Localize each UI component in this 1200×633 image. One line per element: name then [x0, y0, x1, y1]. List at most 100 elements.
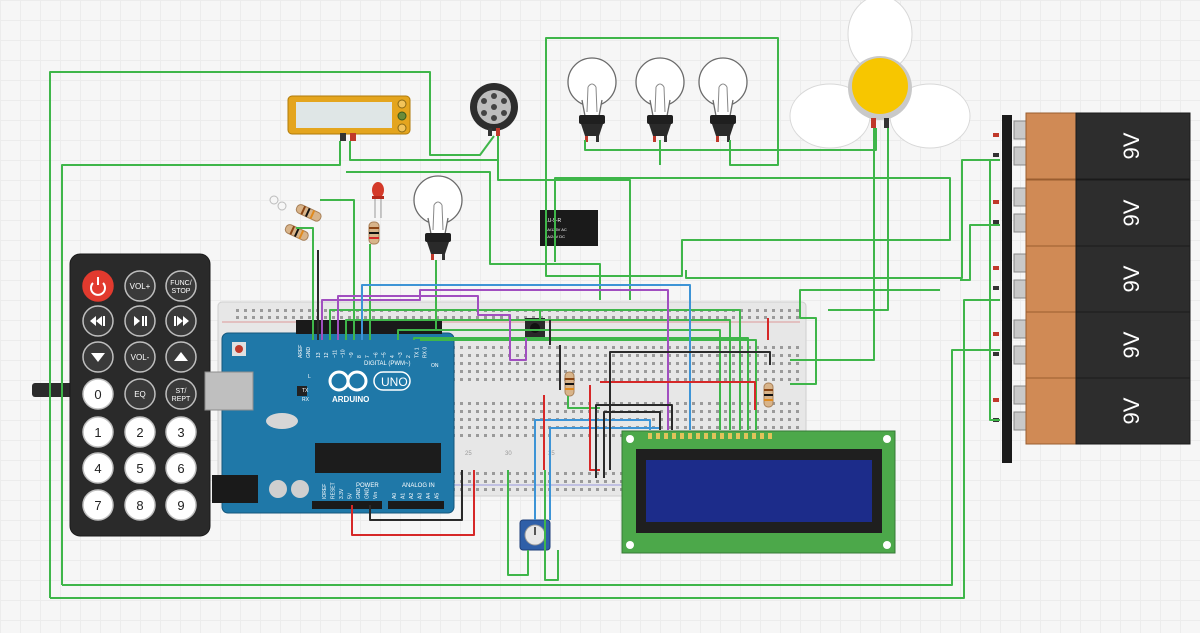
remote-button-16[interactable]: 5 [124, 452, 156, 484]
fast-forward-icon [174, 316, 189, 326]
battery-label: 9V [1119, 331, 1144, 358]
pin-label: GND [365, 488, 371, 500]
remote-button-20[interactable]: 9 [165, 489, 197, 521]
wire-green[interactable] [989, 160, 1000, 421]
red-led[interactable] [372, 182, 384, 218]
remote-button-12[interactable]: 1 [82, 416, 114, 448]
battery-label: 9V [1119, 132, 1144, 159]
wire-green[interactable] [960, 224, 1000, 281]
remote-button-5[interactable] [165, 305, 197, 337]
wire-green[interactable] [584, 128, 877, 151]
resistor[interactable] [564, 371, 575, 397]
remote-button-18[interactable]: 7 [82, 489, 114, 521]
wire-green[interactable] [790, 128, 875, 361]
wire-green[interactable] [320, 199, 355, 340]
remote-button-label: 0 [94, 387, 101, 402]
remote-button-6[interactable] [82, 341, 114, 373]
light-bulb-icon[interactable] [413, 175, 463, 260]
remote-button-10[interactable]: EQ [124, 378, 156, 410]
wire-green[interactable] [413, 337, 749, 430]
remote-button-4[interactable] [124, 305, 156, 337]
small-display-module[interactable] [287, 95, 411, 141]
battery-9v[interactable]: 9V [993, 311, 1191, 379]
remote-button-2[interactable]: FUNC/STOP [165, 270, 197, 302]
remote-button-9[interactable]: 0 [82, 378, 114, 410]
wire-green[interactable] [545, 37, 779, 262]
relay[interactable]: LU-5-R 3A/125V AC 3A/24V DC [540, 210, 598, 246]
reset-button-cap[interactable] [235, 345, 243, 353]
remote-button-label: 6 [177, 461, 184, 476]
wire-red[interactable] [351, 470, 475, 536]
wire-green[interactable] [397, 329, 721, 430]
digital-label: DIGITAL (PWM~) [364, 361, 411, 367]
remote-button-7[interactable]: VOL- [124, 341, 156, 373]
crystal-oscillator [266, 413, 298, 429]
remote-button-17[interactable]: 6 [165, 452, 197, 484]
wire-green[interactable] [685, 159, 1000, 279]
arduino-uno[interactable]: ARDUINO UNO DIGITAL (PWM~) POWER ANALOG … [204, 320, 455, 514]
remote-button-11[interactable]: ST/REPT [165, 378, 197, 410]
wire-green[interactable] [497, 136, 631, 300]
pin-label: ~3 [398, 352, 404, 358]
power-header[interactable] [312, 501, 382, 509]
wire-blue[interactable] [534, 419, 651, 520]
remote-button-8[interactable] [165, 341, 197, 373]
battery-pack[interactable]: 9V 9V 9V 9V 9V [993, 112, 1191, 463]
wire-black[interactable] [603, 411, 661, 478]
analog-header[interactable] [388, 501, 444, 509]
wire-green[interactable] [507, 470, 529, 576]
up-icon [174, 352, 188, 361]
tx-led-label: TX [302, 388, 309, 394]
resistor[interactable] [368, 221, 380, 245]
wire-green[interactable] [828, 128, 889, 311]
speaker-icon[interactable] [470, 83, 518, 136]
photo-sensor[interactable] [269, 195, 287, 211]
wire-green[interactable] [544, 470, 559, 581]
wire-red[interactable] [600, 381, 756, 410]
wire-green[interactable] [49, 71, 495, 598]
remote-button-label: 2 [136, 425, 143, 440]
resistor[interactable] [284, 223, 310, 241]
battery-9v[interactable]: 9V [993, 245, 1191, 313]
wire-green[interactable] [61, 141, 341, 585]
remote-button-3[interactable] [82, 305, 114, 337]
battery-label: 9V [1119, 199, 1144, 226]
remote-button-1[interactable]: VOL+ [124, 270, 156, 302]
light-bulb-icon[interactable] [567, 57, 617, 142]
wire-green[interactable] [62, 349, 1000, 586]
wire-green[interactable] [50, 299, 1000, 599]
battery-9v[interactable]: 9V [993, 377, 1191, 445]
wire-green[interactable] [329, 309, 741, 430]
fan-icon[interactable] [789, 0, 971, 149]
remote-button-15[interactable]: 4 [82, 452, 114, 484]
remote-button-19[interactable]: 8 [124, 489, 156, 521]
pin-label: ~5 [382, 352, 388, 358]
battery-9v[interactable]: 9V [993, 179, 1191, 247]
wire-green[interactable] [545, 177, 951, 277]
wire-black[interactable] [369, 470, 463, 521]
capacitor [291, 480, 309, 498]
pin-label: 8 [357, 355, 363, 358]
light-bulb-icon[interactable] [698, 57, 748, 142]
pin-label: A0 [392, 493, 398, 499]
lcd-display[interactable] [621, 430, 896, 554]
wire-green[interactable] [539, 309, 550, 320]
battery-9v[interactable]: 9V [993, 112, 1191, 180]
pin-label: A4 [426, 493, 432, 499]
wire-green[interactable] [296, 227, 314, 340]
remote-button-13[interactable]: 2 [124, 416, 156, 448]
wire-green[interactable] [345, 319, 731, 430]
resistor[interactable] [763, 382, 774, 408]
resistor[interactable] [295, 203, 322, 222]
small-display-screen [296, 102, 392, 128]
wire-green[interactable] [349, 136, 499, 161]
remote-button-0[interactable] [82, 270, 114, 302]
wire-blue[interactable] [361, 284, 691, 430]
wire-black[interactable] [595, 404, 673, 478]
wire-green[interactable] [790, 289, 940, 385]
remote-button-14[interactable]: 3 [165, 416, 197, 448]
light-bulb-icon[interactable] [635, 57, 685, 142]
